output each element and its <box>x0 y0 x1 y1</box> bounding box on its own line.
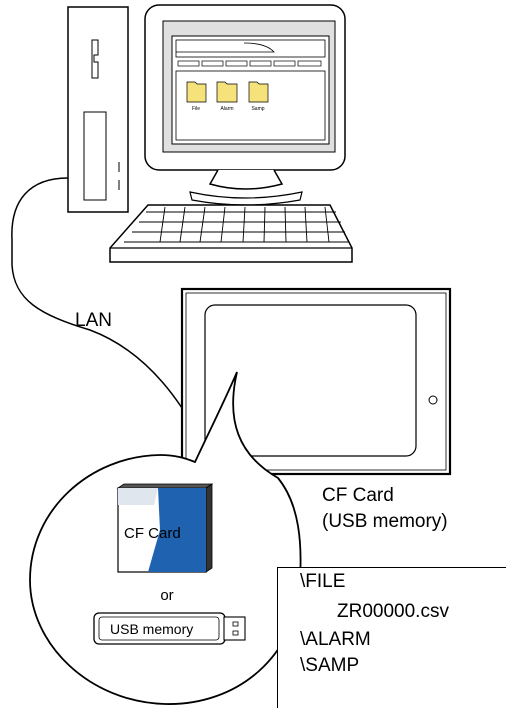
lan-label: LAN <box>75 310 112 331</box>
drive-slot <box>91 39 99 79</box>
dir-file-folder: \FILE <box>300 571 346 592</box>
folder-icon-file <box>186 81 207 103</box>
monitor-stand <box>208 169 284 190</box>
folder-icon-alarm <box>216 81 238 103</box>
display-screen <box>204 304 417 457</box>
or-label: or <box>160 587 173 604</box>
drive-bay <box>83 111 107 201</box>
directory-listing: \FILE ZR00000.csv \ALARM \SAMP <box>277 567 506 708</box>
folder-label-file: File <box>192 106 200 112</box>
folder-icon-samp <box>248 81 269 103</box>
dir-file-item: ZR00000.csv <box>337 601 449 622</box>
display-button <box>428 395 438 405</box>
pc-tower <box>67 6 129 213</box>
display-caption-line2: (USB memory) <box>322 511 448 532</box>
monitor-toolbar <box>177 60 322 67</box>
cf-card-icon <box>116 483 214 573</box>
cf-card-label: CF Card <box>124 525 181 542</box>
lan-cable <box>11 177 183 409</box>
dir-alarm-folder: \ALARM <box>300 629 371 650</box>
monitor: File Alarm Samp <box>144 4 346 206</box>
keyboard <box>109 204 353 263</box>
dir-samp-folder: \SAMP <box>300 655 360 676</box>
folder-label-samp: Samp <box>251 106 264 112</box>
display-caption-line1: CF Card <box>322 485 394 506</box>
usb-memory-icon <box>93 612 246 645</box>
usb-memory-label: USB memory <box>110 621 193 637</box>
folder-label-alarm: Alarm <box>220 106 233 112</box>
